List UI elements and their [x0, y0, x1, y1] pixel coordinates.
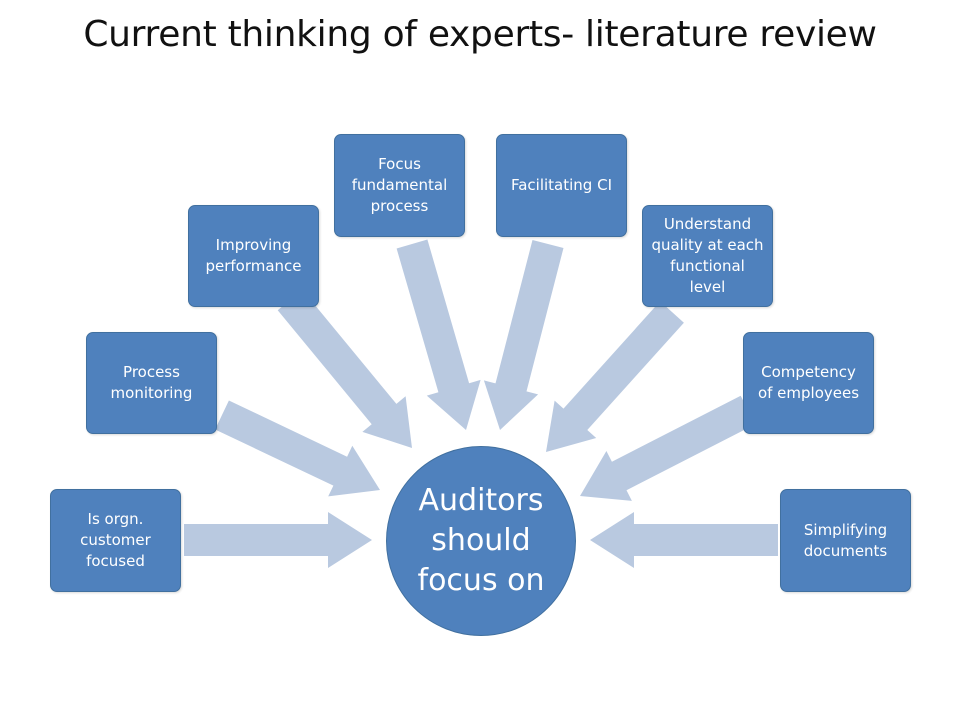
node-simplifying-documents: Simplifying documents: [780, 489, 911, 592]
node-line: performance: [205, 257, 302, 275]
node-line: Process: [123, 363, 180, 381]
node-improving-performance: Improving performance: [188, 205, 319, 307]
node-competency-of-employees: Competency of employees: [743, 332, 874, 434]
node-line: functional: [670, 257, 745, 275]
arrow-understand-quality: [546, 301, 684, 452]
center-circle: Auditors should focus on: [386, 446, 576, 636]
node-line: quality at each: [651, 236, 764, 254]
node-line: Focus: [378, 155, 421, 173]
arrow-focus-fundamental-process: [396, 239, 481, 430]
node-orgn-customer-focused: Is orgn. customer focused: [50, 489, 181, 592]
node-line: Is orgn.: [87, 510, 144, 528]
node-line: process: [370, 197, 429, 215]
center-line: should: [431, 523, 531, 558]
node-line: focused: [86, 552, 145, 570]
node-line: Understand: [663, 215, 752, 233]
center-line: Auditors: [418, 483, 544, 518]
node-understand-quality: Understand quality at each functional le…: [642, 205, 773, 307]
node-line: fundamental: [351, 176, 448, 194]
node-line: level: [689, 278, 726, 296]
arrow-competency-of-employees: [580, 395, 756, 501]
node-focus-fundamental-process: Focus fundamental process: [334, 134, 465, 237]
node-line: Competency: [761, 363, 856, 381]
node-line: Facilitating CI: [510, 176, 612, 194]
node-line: customer: [80, 531, 151, 549]
node-line: documents: [803, 541, 888, 560]
node-line: monitoring: [110, 384, 193, 402]
center-line: focus on: [417, 563, 545, 598]
node-process-monitoring: Process monitoring: [86, 332, 217, 434]
node-line: Simplifying: [803, 520, 888, 539]
arrow-orgn-customer-focused: [184, 512, 372, 568]
arrow-process-monitoring: [215, 400, 380, 497]
slide-title: Current thinking of experts- literature …: [83, 14, 877, 55]
arrow-facilitating-ci: [483, 240, 564, 430]
node-facilitating-ci: Facilitating CI: [496, 134, 627, 237]
arrow-simplifying-documents: [590, 512, 778, 568]
node-line: Improving: [215, 236, 292, 254]
arrow-improving-performance: [277, 289, 412, 448]
node-line: of employees: [757, 384, 860, 402]
